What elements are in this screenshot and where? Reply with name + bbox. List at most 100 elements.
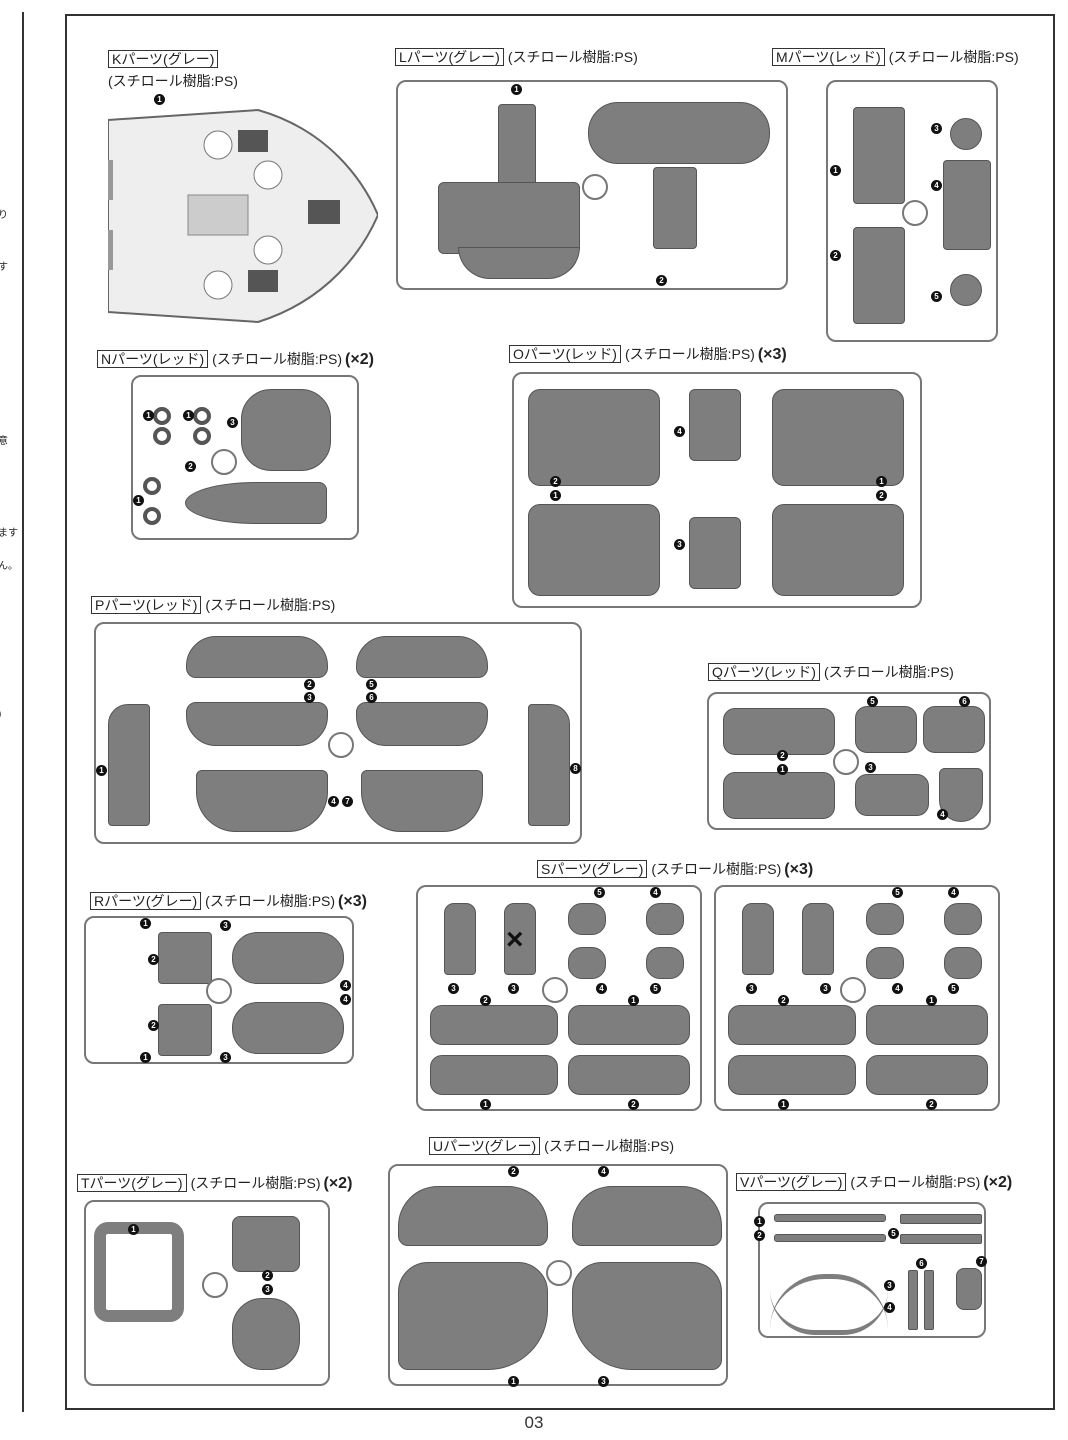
section-label: Rパーツ(グレー) (90, 892, 202, 910)
part-s3-excluded (504, 903, 536, 975)
section-label: Uパーツ(グレー) (429, 1137, 541, 1155)
part-number: 3 (508, 983, 519, 994)
part-v6 (924, 1270, 934, 1330)
section-header-v: Vパーツ(グレー)(スチロール樹脂:PS)(×2) (736, 1173, 1012, 1191)
part-o-shoulder (528, 504, 660, 596)
part-s5 (944, 947, 982, 979)
part-number: 3 (865, 762, 876, 773)
part-s5 (866, 903, 904, 935)
part-number: 1 (128, 1224, 139, 1235)
part-number: 5 (594, 887, 605, 898)
part-number: 4 (598, 1166, 609, 1177)
part-number: 3 (884, 1280, 895, 1291)
material-text: (スチロール樹脂:PS) (108, 73, 238, 89)
part-s4 (866, 947, 904, 979)
part-v2 (774, 1234, 886, 1242)
part-p7 (361, 770, 483, 832)
section-label: Sパーツ(グレー) (537, 860, 648, 878)
part-p3 (186, 702, 328, 746)
sprue-r: 1 3 2 4 4 2 1 3 (84, 916, 354, 1064)
part-number: 2 (262, 1270, 273, 1281)
section-header-l: Lパーツ(グレー)(スチロール樹脂:PS) (395, 48, 638, 66)
part-l-body (438, 182, 580, 254)
section-header-o: Oパーツ(レッド)(スチロール樹脂:PS)(×3) (509, 345, 787, 363)
material-label: (スチロール樹脂:PS) (108, 73, 238, 89)
material-text: (スチロール樹脂:PS) (823, 664, 954, 680)
part-number: 8 (570, 763, 581, 774)
part-m3 (950, 118, 982, 150)
section-header-u: Uパーツ(グレー)(スチロール樹脂:PS) (429, 1137, 674, 1155)
part-q6 (923, 706, 985, 753)
part-number: 2 (876, 490, 887, 501)
material-text: (スチロール樹脂:PS) (507, 49, 638, 65)
material-text: (スチロール樹脂:PS) (205, 597, 336, 613)
part-v7 (956, 1268, 982, 1310)
part-number: 1 (777, 764, 788, 775)
part-number: 1 (96, 765, 107, 776)
section-header-n: Nパーツ(レッド)(スチロール樹脂:PS)(×2) (97, 350, 374, 368)
part-number: 2 (480, 995, 491, 1006)
part-p5 (356, 636, 488, 678)
part-m1 (853, 107, 905, 204)
material-text: (スチロール樹脂:PS) (651, 861, 782, 877)
part-n1 (143, 507, 161, 525)
section-label: Pパーツ(レッド) (91, 596, 202, 614)
sprue-gate-icon (202, 1272, 228, 1298)
part-number: 3 (448, 983, 459, 994)
part-o-shoulder (772, 389, 904, 486)
section-label: Kパーツ(グレー) (108, 50, 219, 68)
part-number: 2 (304, 679, 315, 690)
part-s5 (646, 947, 684, 979)
section-label: Lパーツ(グレー) (395, 48, 504, 66)
part-number: 3 (746, 983, 757, 994)
section-header-q: Qパーツ(レッド)(スチロール樹脂:PS) (708, 663, 954, 681)
material-text: (スチロール樹脂:PS) (888, 49, 1019, 65)
part-number: 4 (650, 887, 661, 898)
part-u4 (572, 1186, 722, 1246)
part-m5 (950, 274, 982, 306)
edge-text: ) (0, 709, 1, 720)
part-number: 5 (948, 983, 959, 994)
part-number: 4 (674, 426, 685, 437)
part-number: 1 (830, 165, 841, 176)
left-page-edge: り す 意 ます ん。 ) (0, 12, 24, 1412)
part-m4 (943, 160, 991, 250)
part-s2 (728, 1005, 856, 1045)
part-number: 1 (550, 490, 561, 501)
part-s1 (728, 1055, 856, 1095)
part-number: 1 (511, 84, 522, 95)
part-n1 (153, 407, 171, 425)
edge-text: す (0, 262, 8, 273)
sprue-o: 4 3 2 1 1 2 (512, 372, 922, 608)
sprue-gate-icon (328, 732, 354, 758)
part-t3 (232, 1298, 300, 1370)
part-p6 (356, 702, 488, 746)
sprue-gate-icon (902, 200, 928, 226)
part-s4 (944, 903, 982, 935)
part-number: 4 (328, 796, 339, 807)
excluded-x-icon: × (506, 923, 524, 956)
material-text: (スチロール樹脂:PS) (205, 893, 336, 909)
part-t2 (232, 1216, 300, 1272)
section-label: Tパーツ(グレー) (77, 1174, 187, 1192)
edge-text: り (0, 210, 8, 221)
part-number: 2 (926, 1099, 937, 1110)
part-s4 (568, 947, 606, 979)
sprue-t: 1 2 3 (84, 1200, 330, 1386)
multiplier: (×2) (983, 1174, 1013, 1191)
edge-text: ます (0, 528, 18, 539)
part-s2 (430, 1005, 558, 1045)
part-v4 (770, 1290, 888, 1335)
sprue-q: 2 1 5 6 3 4 (707, 692, 991, 830)
part-number: 1 (183, 410, 194, 421)
part-number: 3 (262, 1284, 273, 1295)
section-header-k: Kパーツ(グレー) (108, 50, 222, 68)
part-number: 5 (888, 1228, 899, 1239)
section-header-p: Pパーツ(レッド)(スチロール樹脂:PS) (91, 596, 335, 614)
part-number: 7 (976, 1256, 987, 1267)
sprue-v: 1 2 5 6 7 3 4 (754, 1202, 987, 1338)
multiplier: (×2) (345, 351, 374, 368)
part-n1 (143, 477, 161, 495)
sprue-gate-icon (542, 977, 568, 1003)
part-number: 6 (959, 696, 970, 707)
